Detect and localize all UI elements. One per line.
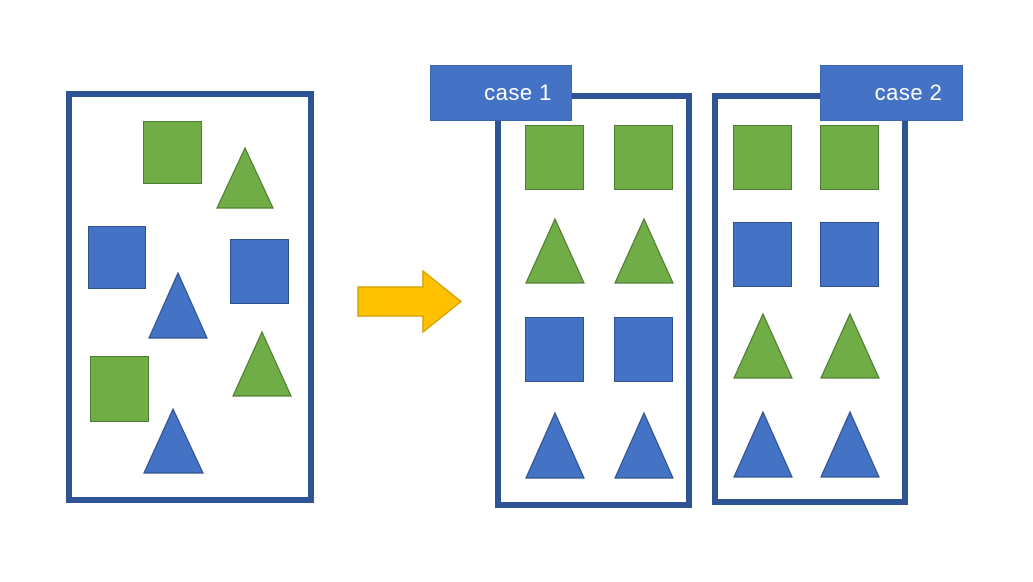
source-blue-square-1 (88, 226, 146, 289)
case1-label: case 1 (430, 65, 572, 121)
case1-green-triangle-1 (525, 217, 585, 284)
case2-blue-square-1 (733, 222, 792, 287)
case2-blue-square-2 (820, 222, 879, 287)
transformation-arrow-icon (357, 270, 462, 333)
case2-green-square-1 (733, 125, 792, 190)
source-green-triangle-2 (232, 330, 292, 397)
case1-blue-triangle-1 (525, 411, 585, 479)
case2-blue-triangle-1 (733, 410, 793, 478)
source-green-square-2 (90, 356, 149, 422)
case2-blue-triangle-2 (820, 410, 880, 478)
case1-blue-triangle-2 (614, 411, 674, 479)
case1-green-square-1 (525, 125, 584, 190)
case2-green-triangle-2 (820, 312, 880, 379)
case2-green-triangle-1 (733, 312, 793, 379)
source-blue-triangle-1 (148, 271, 208, 339)
source-blue-triangle-2 (143, 407, 204, 474)
case1-green-square-2 (614, 125, 673, 190)
source-blue-square-2 (230, 239, 289, 304)
case1-green-triangle-2 (614, 217, 674, 284)
case2-green-square-2 (820, 125, 879, 190)
source-green-triangle-1 (216, 146, 274, 209)
source-green-square-1 (143, 121, 202, 184)
case1-blue-square-2 (614, 317, 673, 382)
case1-blue-square-1 (525, 317, 584, 382)
case2-label: case 2 (820, 65, 963, 121)
